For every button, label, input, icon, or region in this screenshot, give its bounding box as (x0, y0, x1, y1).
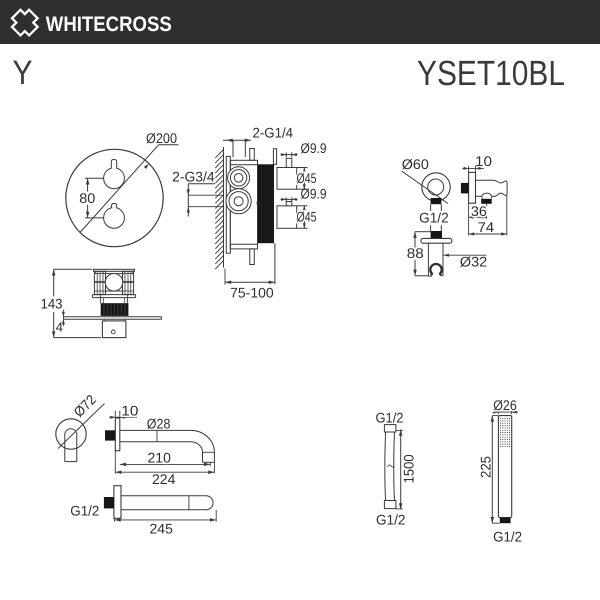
svg-text:Ø9.9: Ø9.9 (301, 140, 327, 156)
svg-text:36: 36 (471, 203, 487, 219)
svg-text:10: 10 (475, 153, 492, 169)
svg-text:210: 210 (148, 450, 172, 466)
svg-text:Ø32: Ø32 (460, 254, 488, 270)
svg-text:75-100: 75-100 (230, 284, 274, 300)
svg-text:G1/2: G1/2 (70, 503, 99, 519)
svg-text:Ø9.9: Ø9.9 (301, 186, 327, 202)
svg-text:YSET10BL: YSET10BL (417, 54, 565, 93)
svg-text:143: 143 (41, 296, 63, 312)
svg-text:2-G3/4: 2-G3/4 (172, 168, 215, 184)
svg-text:G1/2: G1/2 (493, 528, 522, 544)
svg-text:225: 225 (478, 456, 494, 478)
svg-text:245: 245 (150, 520, 174, 536)
svg-text:Ø28: Ø28 (147, 416, 171, 432)
svg-text:Ø72: Ø72 (70, 391, 99, 420)
svg-text:Ø200: Ø200 (146, 130, 177, 146)
svg-text:Ø45: Ø45 (297, 209, 317, 225)
svg-text:S: S (254, 201, 261, 205)
svg-text:Ø45: Ø45 (297, 170, 317, 186)
svg-text:G1/2: G1/2 (419, 209, 449, 225)
svg-text:2-G1/4: 2-G1/4 (253, 125, 294, 141)
svg-text:10: 10 (121, 402, 138, 418)
svg-text:G1/2: G1/2 (376, 409, 404, 425)
svg-text:80: 80 (79, 190, 95, 206)
svg-text:1500: 1500 (401, 454, 417, 483)
svg-text:224: 224 (152, 471, 176, 487)
svg-text:G1/2: G1/2 (376, 511, 406, 527)
svg-text:Y: Y (13, 54, 33, 92)
svg-text:88: 88 (407, 245, 424, 261)
svg-text:WHITECROSS: WHITECROSS (46, 13, 172, 36)
svg-text:Ø26: Ø26 (493, 397, 517, 413)
svg-text:Ø60: Ø60 (402, 156, 429, 172)
svg-text:4: 4 (56, 320, 63, 335)
svg-text:74: 74 (478, 219, 495, 235)
